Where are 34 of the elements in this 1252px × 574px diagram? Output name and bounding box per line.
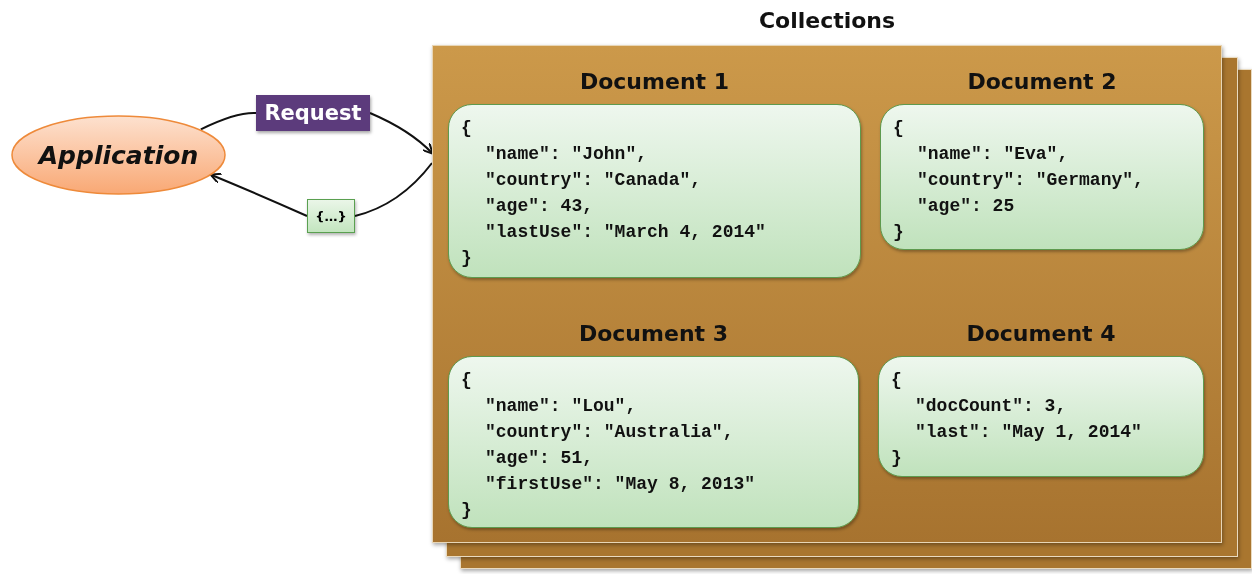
code-line: "docCount": 3, [914, 395, 1067, 418]
code-line: "country": "Germany", [916, 169, 1144, 192]
code-line: { [461, 369, 472, 392]
code-line: "name": "Lou", [484, 395, 637, 418]
code-line: "age": 25 [916, 195, 1015, 218]
code-line: "country": "Australia", [484, 421, 734, 444]
connector-line [354, 162, 433, 217]
document-heading: Document 2 [966, 69, 1118, 94]
connector-line [199, 111, 257, 131]
panel-title: Collections [757, 8, 897, 33]
code-line: "last": "May 1, 2014" [914, 421, 1142, 444]
document-heading: Document 4 [965, 321, 1117, 346]
arrow [209, 172, 308, 217]
node-label: Application [38, 140, 199, 170]
code-line: "age": 43, [484, 195, 594, 218]
document-heading: Document 1 [578, 69, 731, 94]
code-line: "name": "Eva", [916, 143, 1069, 166]
code-line: { [893, 117, 904, 140]
code-line: "country": "Canada", [484, 169, 702, 192]
code-line: "firstUse": "May 8, 2013" [484, 473, 756, 496]
code-line: "age": 51, [484, 447, 594, 470]
code-line: { [891, 369, 902, 392]
code-line: } [893, 221, 904, 244]
arrow [369, 112, 434, 155]
document-heading: Document 3 [577, 321, 730, 346]
code-line: } [461, 499, 472, 522]
application-ellipse [11, 115, 226, 195]
code-line: } [891, 447, 902, 470]
code-line: } [461, 247, 472, 270]
code-line: "name": "John", [484, 143, 648, 166]
code-line: "lastUse": "March 4, 2014" [484, 221, 766, 244]
code-line: { [461, 117, 472, 140]
result-box: {…} [307, 199, 355, 233]
request-label-box: Request [256, 95, 370, 131]
